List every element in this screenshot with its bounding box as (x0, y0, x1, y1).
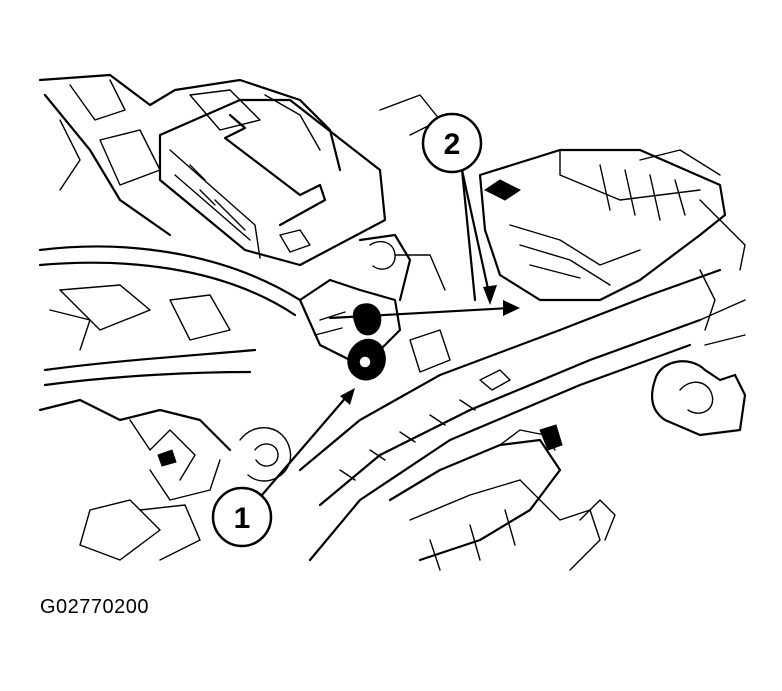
callout-1: 1 (211, 486, 273, 548)
callout-1-leaders (260, 388, 355, 497)
upper-left-housing (38, 73, 342, 237)
callout-2: 2 (421, 112, 483, 174)
diagonal-channel (298, 268, 722, 562)
right-clip (650, 299, 747, 437)
rectangular-cover (158, 94, 441, 267)
left-shaft (38, 245, 302, 387)
lower-right-bracket (388, 424, 616, 571)
callout-1-circle (211, 486, 273, 548)
central-actuator (298, 233, 451, 381)
callout-2-leaders (328, 168, 520, 320)
callout-2-circle (421, 112, 483, 174)
callout-2-number: 2 (444, 128, 461, 161)
figure-code: G02770200 (40, 596, 150, 618)
relay-block (478, 148, 746, 302)
callout-1-number: 1 (234, 502, 251, 535)
